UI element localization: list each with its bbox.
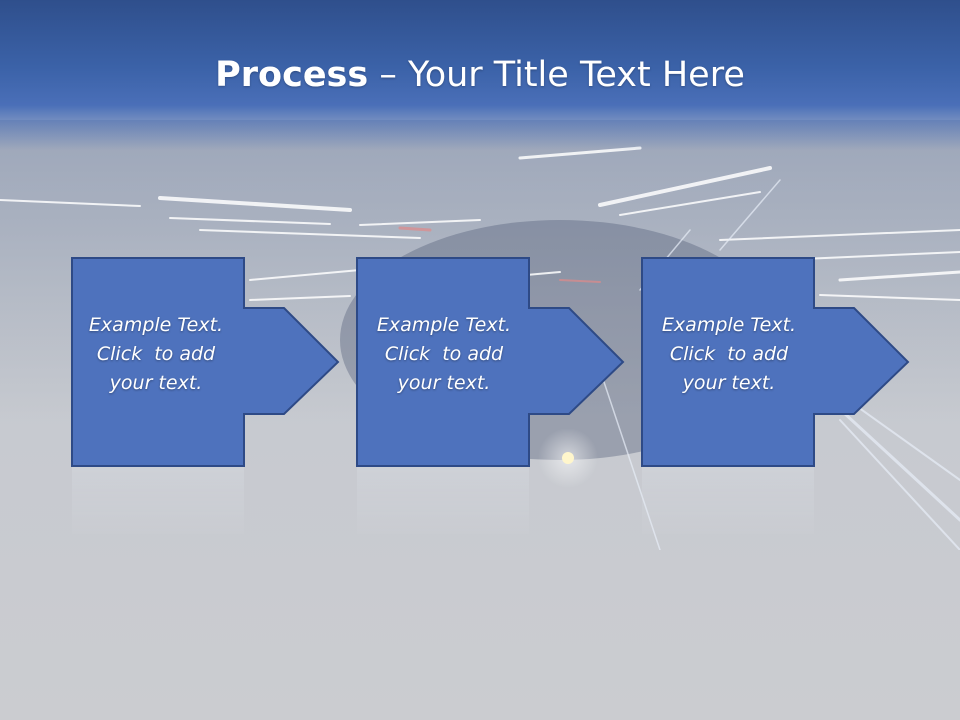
step-2-line-1: Example Text. — [376, 314, 512, 336]
step-1-line-3: your text. — [109, 372, 203, 394]
step-1-line-2: Click to add — [96, 343, 216, 365]
step-1-line-1: Example Text. — [88, 314, 224, 336]
step-2-line-3: your text. — [397, 372, 491, 394]
title-bar — [0, 0, 960, 150]
slide-title[interactable]: Process – Your Title Text Here — [0, 52, 960, 98]
title-rest-text: – Your Title Text Here — [368, 55, 745, 95]
step-3-line-3: your text. — [682, 372, 776, 394]
process-step-1-text[interactable]: Example Text. Click to add your text. — [71, 311, 241, 398]
step-2-line-2: Click to add — [384, 343, 504, 365]
process-step-3-shape[interactable] — [641, 257, 910, 467]
title-bold-text: Process — [215, 55, 369, 95]
step-3-line-1: Example Text. — [661, 314, 797, 336]
process-step-2-shape[interactable] — [356, 257, 625, 467]
step-3-line-2: Click to add — [669, 343, 789, 365]
process-step-1-shape[interactable] — [71, 257, 340, 467]
process-step-3-text[interactable]: Example Text. Click to add your text. — [644, 311, 814, 398]
process-step-2-text[interactable]: Example Text. Click to add your text. — [359, 311, 529, 398]
